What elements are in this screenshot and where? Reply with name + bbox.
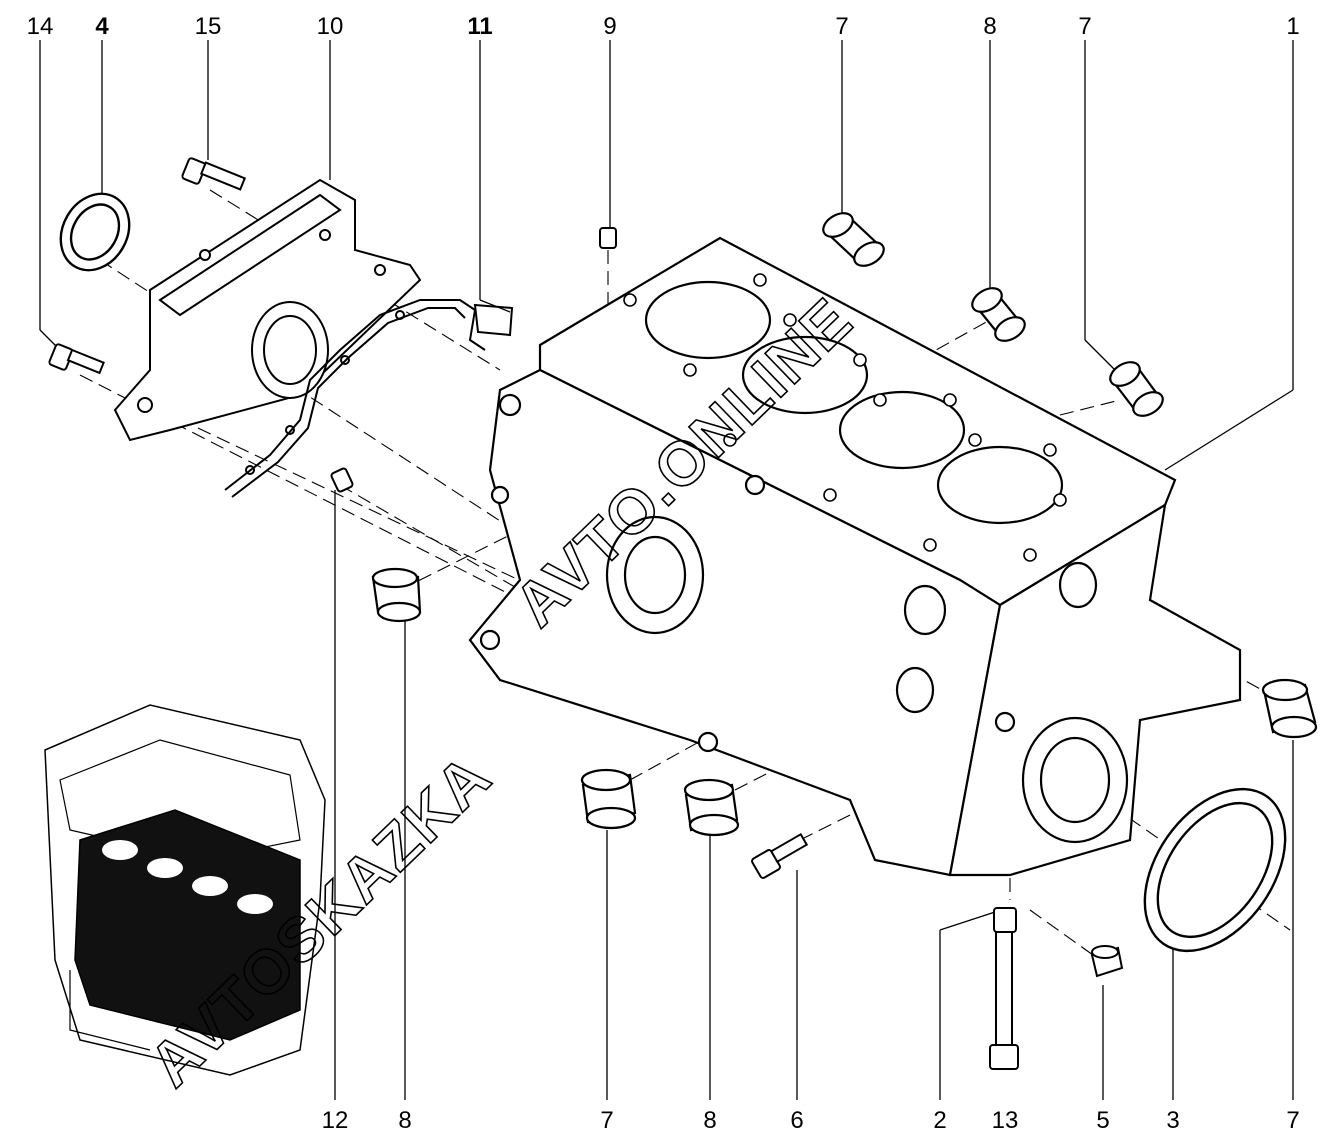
callout-3: 3	[1166, 1107, 1179, 1134]
timing-cover-part-10	[113, 178, 422, 442]
callout-11: 11	[467, 13, 492, 40]
bolt-part-15	[181, 157, 247, 191]
callout-8-top: 8	[983, 13, 996, 40]
callout-8-bottom-a: 8	[398, 1107, 411, 1134]
dowel-part-12	[330, 467, 354, 493]
rear-seal-part-3	[1143, 787, 1287, 953]
bushing-part-8-top	[971, 287, 1026, 342]
cylinder-block-part-1	[468, 236, 1242, 877]
spacer-part-2	[993, 907, 1017, 933]
callout-6: 6	[790, 1107, 803, 1134]
callout-12: 12	[322, 1107, 349, 1134]
bolt-part-14	[48, 343, 105, 375]
gasket-part-11	[224, 299, 514, 498]
bushing-part-8-bottom	[683, 778, 740, 837]
bushing-part-7-right	[1261, 678, 1318, 739]
bolt-part-6	[751, 832, 809, 879]
bushing-part-7-bottom	[580, 768, 637, 830]
callout-7-bottom: 7	[600, 1107, 613, 1134]
callout-7-top-a: 7	[835, 13, 848, 40]
callouts-top: 14 4 15 10 11 9 7 8 7 1	[27, 13, 1300, 40]
callout-8-bottom-b: 8	[703, 1107, 716, 1134]
callout-5: 5	[1096, 1107, 1109, 1134]
callout-2: 2	[933, 1107, 946, 1134]
callout-9: 9	[603, 13, 616, 40]
callout-10: 10	[317, 13, 344, 40]
bushing-part-8-left	[371, 567, 422, 623]
deck-holes	[623, 273, 1067, 562]
callout-7-top-b: 7	[1078, 13, 1091, 40]
leader-lines	[39, 40, 1294, 1100]
callout-15: 15	[195, 13, 222, 40]
callout-7-bottom-right: 7	[1286, 1107, 1299, 1134]
front-seal-part-4	[59, 192, 131, 272]
callout-1: 1	[1286, 13, 1299, 40]
callouts-bottom: 12 8 7 8 6 2 13 5 3 7	[322, 1107, 1300, 1134]
bushing-part-7-top-a	[822, 212, 885, 267]
dowel-part-9	[599, 227, 617, 249]
engine-thumbnail	[44, 704, 326, 1076]
bolt-part-13	[989, 929, 1019, 1070]
callout-13: 13	[992, 1107, 1019, 1134]
callout-4: 4	[95, 13, 109, 40]
callout-14: 14	[27, 13, 54, 40]
plug-part-5	[1090, 945, 1124, 978]
bushing-part-7-top-b	[1109, 361, 1164, 417]
